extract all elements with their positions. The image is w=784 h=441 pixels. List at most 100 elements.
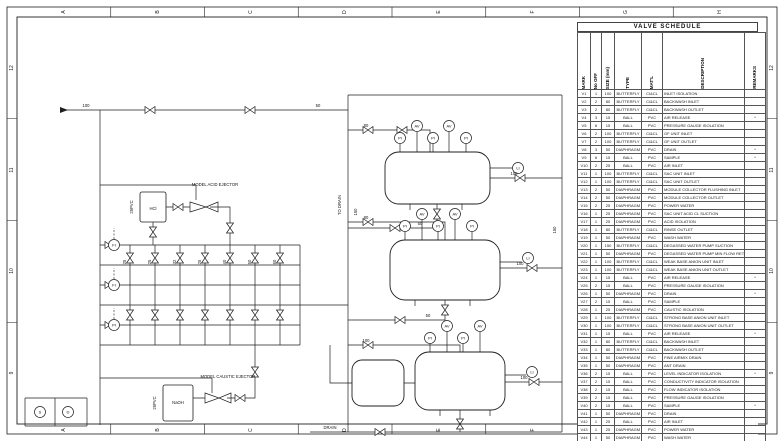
valve-symbol <box>526 263 538 273</box>
valve-symbol <box>396 125 408 135</box>
diagram-label: 50 <box>316 103 321 108</box>
valve-cell: BALL <box>614 273 642 282</box>
valve-cell: BALL <box>614 113 642 122</box>
grid-reference-label: E <box>435 10 442 14</box>
valve-cell: 2 <box>590 393 602 402</box>
valve-cell: BALL <box>614 161 642 170</box>
diagram-label: TO DRAIN <box>337 195 342 215</box>
grid-reference-label: B <box>154 428 161 432</box>
valve-cell: 1 <box>590 353 602 362</box>
valve-cell: V21 <box>577 249 591 258</box>
valve-cell <box>744 177 766 186</box>
valve-cell: V25 <box>577 281 591 290</box>
diagram-label: 25 <box>122 259 127 264</box>
diagram-label: 50 <box>418 221 423 226</box>
instrument-tag: AV <box>419 212 424 217</box>
valve-cell <box>744 185 766 194</box>
valve-cell: DIAPHRAGM <box>614 249 642 258</box>
instrument-bubble: AV <box>449 208 461 220</box>
column-header: SIZE (mm) <box>601 32 615 90</box>
vessel-cation-unit <box>389 239 501 301</box>
instrument-tag: PI <box>403 224 407 229</box>
valve-cell: 1 <box>590 409 602 418</box>
valve-cell: 80 <box>601 97 615 106</box>
grid-reference-label: F <box>529 428 536 432</box>
diagram-label: 100 <box>511 171 519 176</box>
valve-symbol <box>275 309 285 321</box>
valve-cell: 50 <box>601 193 615 202</box>
valve-cell: BACKWASH OUTLET <box>662 345 745 354</box>
valve-cell: BACKWASH INLET <box>662 97 745 106</box>
valve-cell: PVC <box>641 281 663 290</box>
valve-cell: BALL <box>614 393 642 402</box>
valve-cell: PVC <box>641 425 663 434</box>
valve-cell: 2 <box>590 377 602 386</box>
valve-cell: BALL <box>614 377 642 386</box>
valve-cell: 1 <box>590 273 602 282</box>
valve-cell: 2 <box>590 137 602 146</box>
valve-cell: V32 <box>577 337 591 346</box>
valve-cell: * <box>744 369 766 378</box>
valve-cell: DEGASSED WATER PUMP SUCTION <box>662 241 745 250</box>
valve-cell: CI&CL <box>641 177 663 186</box>
valve-cell: BALL <box>614 329 642 338</box>
valve-cell: BUTTERFLY <box>614 345 642 354</box>
valve-cell: PVC <box>641 249 663 258</box>
diagram-label: 25 <box>147 259 152 264</box>
valve-symbol <box>200 309 210 321</box>
instrument-bubble: PI <box>424 332 436 344</box>
valve-schedule-title: VALVE SCHEDULE <box>577 22 758 32</box>
valve-cell: V27 <box>577 297 591 306</box>
valve-cell: PVC <box>641 145 663 154</box>
valve-cell: V9 <box>577 153 591 162</box>
diagram-label: 50 <box>426 313 431 318</box>
valve-cell: * <box>744 113 766 122</box>
acid-day-tank <box>139 191 167 223</box>
valve-cell: CI&CL <box>641 129 663 138</box>
valve-cell: V11 <box>577 169 591 178</box>
valve-cell: BALL <box>614 417 642 426</box>
valve-cell: 80 <box>601 337 615 346</box>
valve-cell: 1 <box>590 209 602 218</box>
valve-cell: 2 <box>590 385 602 394</box>
valve-cell: PVC <box>641 377 663 386</box>
valve-cell: DIAPHRAGM <box>614 425 642 434</box>
diagram-label: MODEL CAUSTIC EJECTOR <box>201 374 256 379</box>
valve-cell: 50 <box>601 249 615 258</box>
instrument-bubble: PI <box>457 332 469 344</box>
grid-reference-label: H <box>717 10 724 14</box>
valve-cell: 1 <box>590 241 602 250</box>
grid-reference-label: D <box>342 428 349 432</box>
diagram-label: 100 <box>521 375 529 380</box>
valve-cell: V31 <box>577 329 591 338</box>
valve-symbol <box>432 208 442 220</box>
diagram-label: 150 <box>552 226 557 234</box>
valve-cell <box>744 345 766 354</box>
valve-cell: V35 <box>577 361 591 370</box>
valve-cell: WEAK BASE ANION UNIT OUTLET <box>662 265 745 274</box>
instrument-bubble: AV <box>474 320 486 332</box>
valve-cell: ANT DRAIN <box>662 361 745 370</box>
instrument-bubble: AV <box>411 120 423 132</box>
diagram-label: 50 <box>247 259 252 264</box>
valve-cell: 50 <box>601 289 615 298</box>
instrument-bubble: PI <box>460 132 472 144</box>
valve-cell: 2 <box>590 185 602 194</box>
valve-symbol <box>225 222 235 234</box>
valve-cell: BACKWASH OUTLET <box>662 105 745 114</box>
grid-reference-label: 9 <box>9 371 15 375</box>
grid-reference-label: F <box>529 10 536 14</box>
valve-cell: LEVEL INDICATOR ISOLATION <box>662 369 745 378</box>
valve-cell: SAMPLE <box>662 153 745 162</box>
